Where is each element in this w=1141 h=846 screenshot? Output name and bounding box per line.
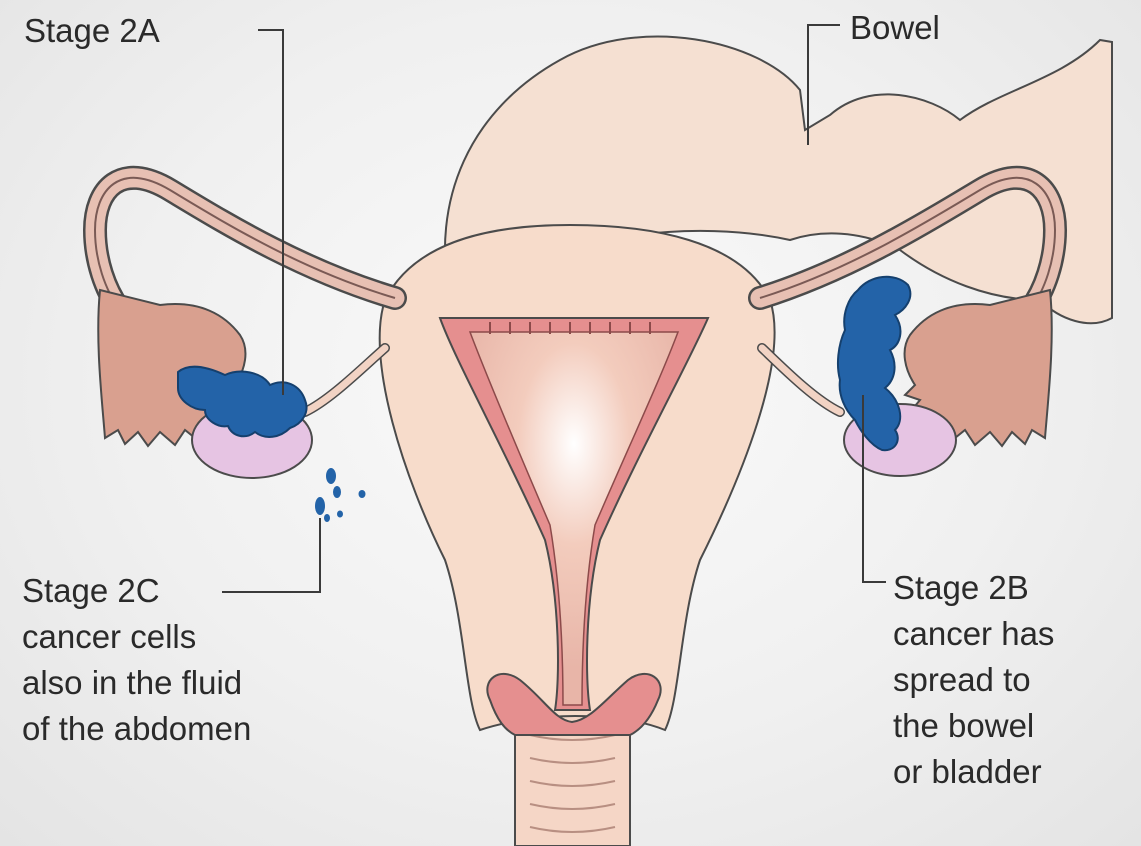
stage-2a-leader [258, 30, 283, 395]
stage-2b-label: Stage 2B cancer has spread to the bowel … [893, 565, 1054, 795]
stage-2a-label: Stage 2A [24, 8, 160, 54]
free-cancer-cells [315, 468, 366, 522]
stage-2c-label: Stage 2C cancer cells also in the fluid … [22, 568, 251, 752]
bowel-label: Bowel [850, 5, 940, 51]
